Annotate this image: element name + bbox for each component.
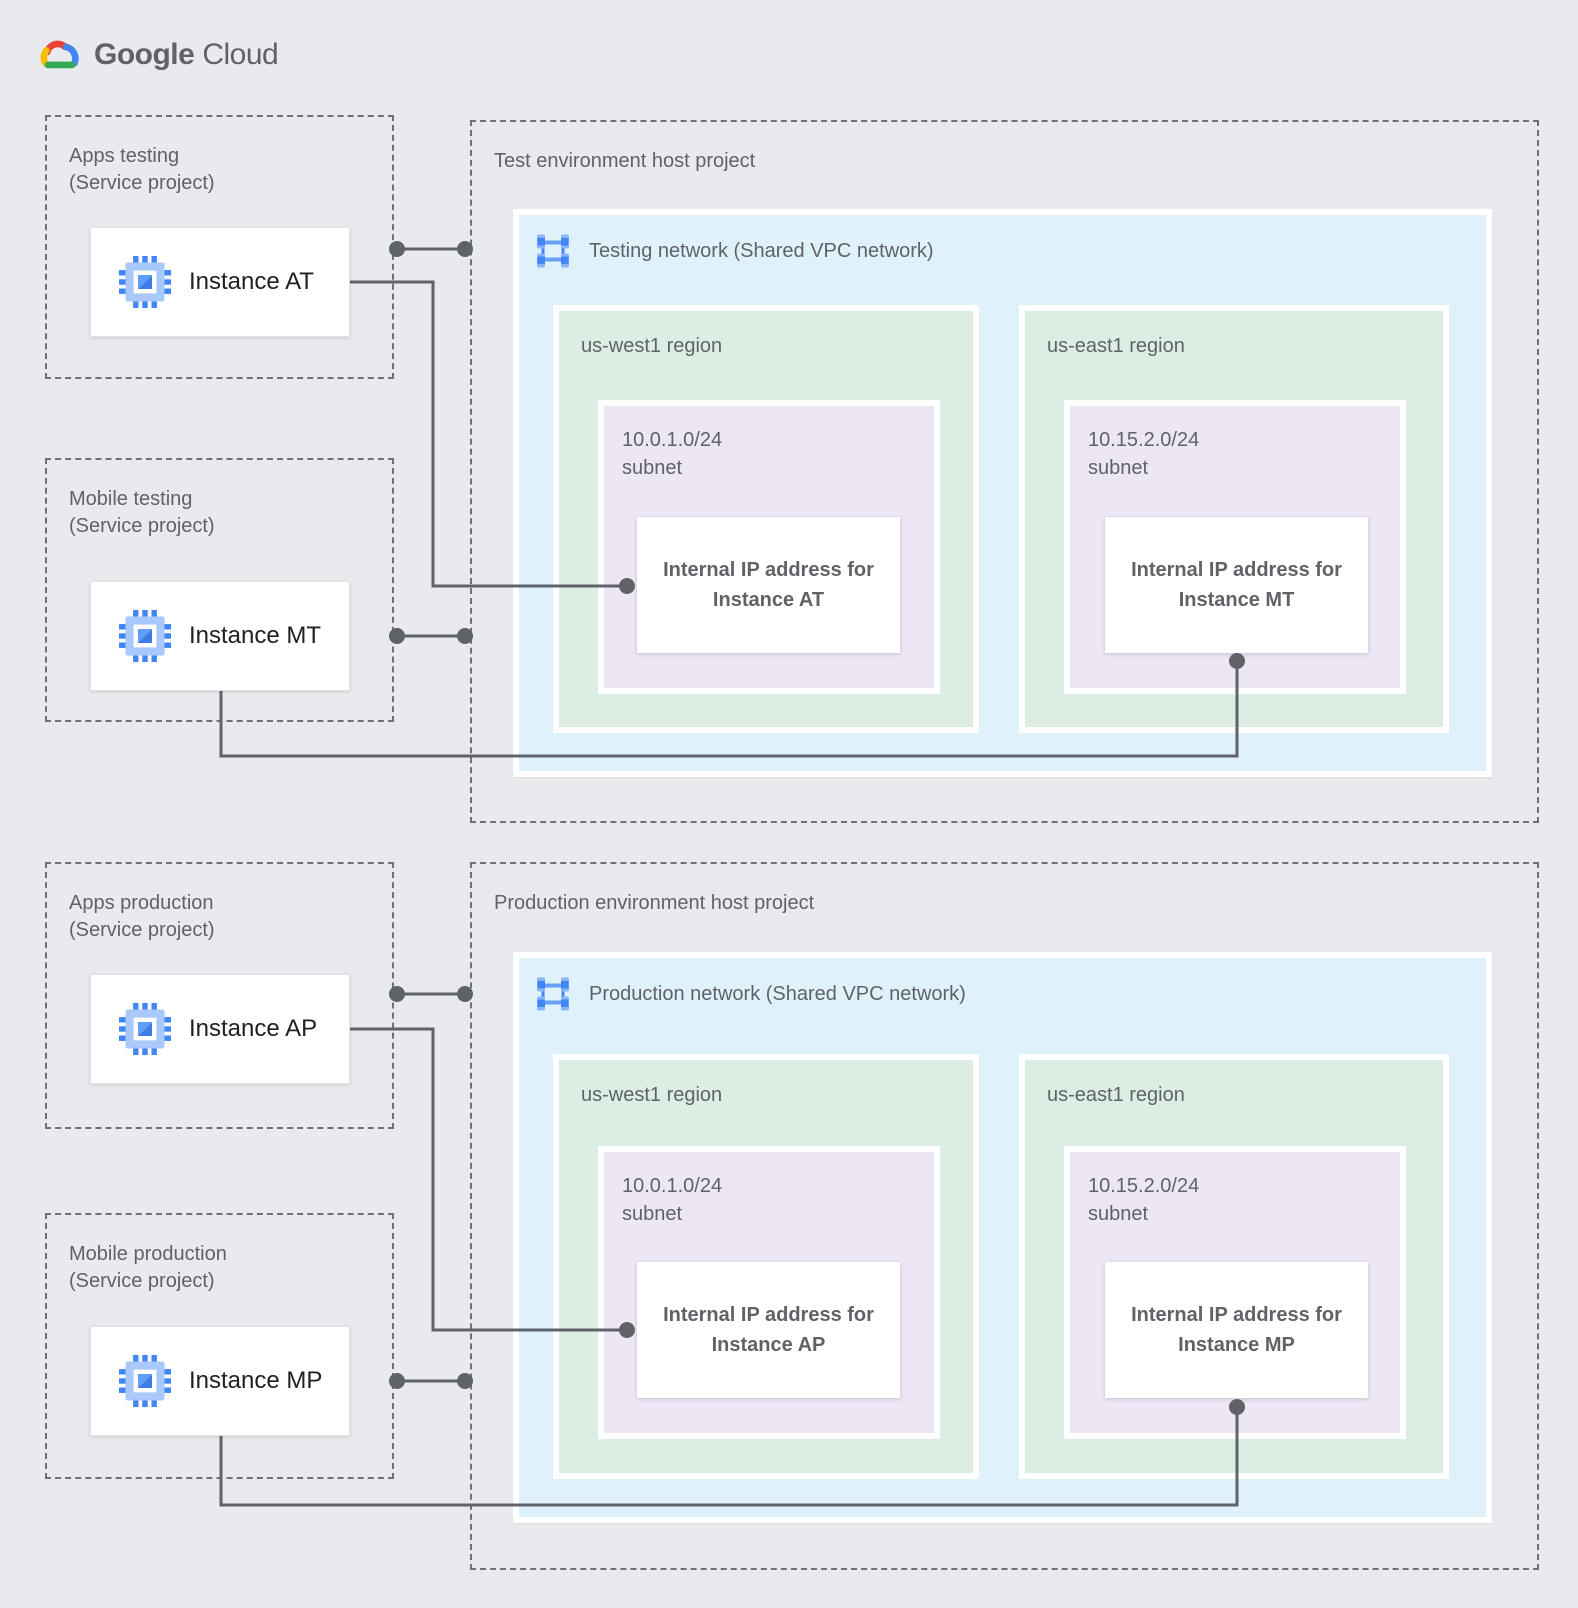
project-title: Apps testing bbox=[69, 145, 180, 167]
ip-card-line2: Instance AP bbox=[711, 1334, 826, 1356]
subnet-label: 10.15.2.0/24 subnet bbox=[1088, 426, 1199, 482]
logo-product-text: Cloud bbox=[202, 38, 279, 71]
subnet-label: 10.15.2.0/24 subnet bbox=[1088, 1172, 1199, 1228]
vpc-network-icon bbox=[537, 977, 569, 1011]
service-project-label: Mobile production (Service project) bbox=[69, 1241, 227, 1295]
instance-name: Instance AT bbox=[189, 268, 314, 295]
service-project-label: Apps production (Service project) bbox=[69, 890, 215, 944]
host-project-title: Production environment host project bbox=[494, 892, 815, 914]
instance-card-ap: Instance AP bbox=[90, 974, 350, 1084]
host-project-title: Test environment host project bbox=[494, 150, 756, 172]
ip-card-line1: Internal IP address for bbox=[1131, 1304, 1342, 1326]
ip-card-instance-mt: Internal IP address for Instance MT bbox=[1105, 517, 1368, 653]
region-label: us-east1 region bbox=[1047, 335, 1185, 357]
ip-card-instance-at: Internal IP address for Instance AT bbox=[637, 517, 900, 653]
network-label: Testing network (Shared VPC network) bbox=[589, 239, 934, 262]
project-subtitle: (Service project) bbox=[69, 515, 215, 537]
project-subtitle: (Service project) bbox=[69, 919, 215, 941]
ip-card-line2: Instance MP bbox=[1178, 1334, 1295, 1356]
project-title: Apps production bbox=[69, 892, 214, 914]
ip-card-line1: Internal IP address for bbox=[663, 1304, 874, 1326]
ip-card-line1: Internal IP address for bbox=[1131, 559, 1342, 581]
subnet-label: 10.0.1.0/24 subnet bbox=[622, 1172, 722, 1228]
region-label: us-west1 region bbox=[581, 335, 723, 357]
ip-card-line2: Instance AT bbox=[712, 589, 825, 611]
network-header: Production network (Shared VPC network) bbox=[533, 975, 966, 1013]
instance-name: Instance AP bbox=[189, 1015, 318, 1042]
ip-card-instance-ap: Internal IP address for Instance AP bbox=[637, 1262, 900, 1398]
google-cloud-icon bbox=[40, 40, 79, 69]
subnet-word: subnet bbox=[622, 1203, 683, 1225]
instance-name: Instance MT bbox=[189, 622, 322, 649]
compute-engine-icon bbox=[119, 256, 171, 308]
project-subtitle: (Service project) bbox=[69, 1270, 215, 1292]
subnet-label: 10.0.1.0/24 subnet bbox=[622, 426, 722, 482]
project-title: Mobile production bbox=[69, 1243, 227, 1265]
subnet-cidr: 10.0.1.0/24 bbox=[622, 1175, 723, 1197]
subnet-word: subnet bbox=[622, 457, 683, 479]
ip-card-instance-mp: Internal IP address for Instance MP bbox=[1105, 1262, 1368, 1398]
instance-name: Instance MP bbox=[189, 1367, 323, 1394]
subnet-cidr: 10.15.2.0/24 bbox=[1088, 429, 1200, 451]
ip-card-line2: Instance MT bbox=[1178, 589, 1295, 611]
compute-engine-icon bbox=[119, 610, 171, 662]
subnet-word: subnet bbox=[1088, 1203, 1149, 1225]
region-label: us-east1 region bbox=[1047, 1084, 1185, 1106]
subnet-cidr: 10.0.1.0/24 bbox=[622, 429, 723, 451]
logo-brand-text: Google bbox=[94, 38, 195, 71]
subnet-cidr: 10.15.2.0/24 bbox=[1088, 1175, 1200, 1197]
project-title: Mobile testing bbox=[69, 488, 193, 510]
compute-engine-icon bbox=[119, 1355, 171, 1407]
instance-card-mp: Instance MP bbox=[90, 1326, 350, 1436]
subnet-word: subnet bbox=[1088, 457, 1149, 479]
project-subtitle: (Service project) bbox=[69, 172, 215, 194]
region-label: us-west1 region bbox=[581, 1084, 723, 1106]
service-project-label: Apps testing (Service project) bbox=[69, 143, 215, 197]
instance-card-mt: Instance MT bbox=[90, 581, 350, 691]
network-label: Production network (Shared VPC network) bbox=[589, 982, 966, 1005]
google-cloud-logo: Google Cloud bbox=[34, 36, 279, 74]
vpc-network-icon bbox=[537, 234, 569, 268]
service-project-label: Mobile testing (Service project) bbox=[69, 486, 215, 540]
compute-engine-icon bbox=[119, 1003, 171, 1055]
instance-card-at: Instance AT bbox=[90, 227, 350, 337]
network-header: Testing network (Shared VPC network) bbox=[533, 232, 934, 270]
ip-card-line1: Internal IP address for bbox=[663, 559, 874, 581]
